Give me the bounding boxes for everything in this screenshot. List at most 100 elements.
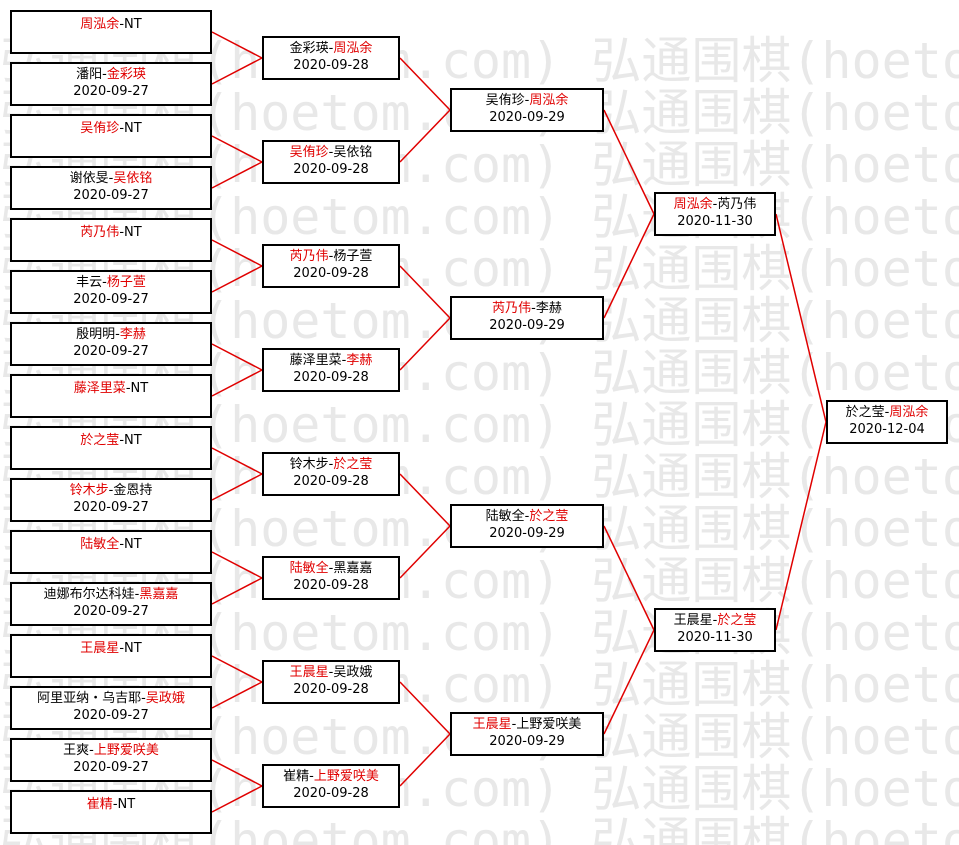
match-players: 王爽-上野爱咲美: [12, 742, 210, 759]
player-name: 吴政娥: [333, 665, 373, 680]
connector-line: [399, 57, 451, 111]
connector-line: [211, 161, 263, 189]
player-name: 於之莹: [845, 405, 885, 420]
player-name: 吴侑珍: [289, 145, 329, 160]
connector-line: [211, 135, 263, 163]
separator: -: [112, 797, 118, 812]
player-name: 王晨星: [472, 717, 512, 732]
separator: -: [89, 743, 94, 758]
match-date: 2020-09-27: [73, 500, 149, 515]
match-players: 芮乃伟-杨子萱: [264, 248, 398, 265]
player-name: 李赫: [535, 301, 562, 316]
connector-line: [399, 317, 451, 371]
match-players: 崔精-上野爱咲美: [264, 768, 398, 785]
match-date: 2020-09-28: [293, 578, 369, 593]
player-name: 陆敏全: [485, 509, 525, 524]
player-name: 吴侑珍: [485, 93, 525, 108]
player-name: 李赫: [346, 353, 373, 368]
player-name: 上野爱咲美: [313, 769, 379, 784]
match-date: 2020-09-28: [293, 474, 369, 489]
player-name: 吴侑珍: [80, 121, 120, 136]
match-players: 崔精-NT: [12, 796, 210, 813]
player-name: 崔精: [86, 797, 113, 812]
match-players: 周泓余-NT: [12, 16, 210, 33]
player-name: 陆敏全: [80, 537, 120, 552]
match-players: 阿里亚纳・乌吉耶-吴政娥: [12, 690, 210, 707]
separator: -: [102, 275, 107, 290]
match-players: 铃木步-金恩持: [12, 482, 210, 499]
match-players: 陆敏全-黑嘉嘉: [264, 560, 398, 577]
match-date: 2020-09-27: [73, 84, 149, 99]
player-name: 王晨星: [673, 613, 713, 628]
player-name: NT: [124, 17, 142, 32]
match-date: 2020-09-28: [293, 786, 369, 801]
match-players: 王晨星-吴政娥: [264, 664, 398, 681]
separator: -: [125, 381, 131, 396]
match-players: 谢依旻-吴依铭: [12, 170, 210, 187]
match-players: 金彩瑛-周泓余: [264, 40, 398, 57]
match-players: 吴侑珍-周泓余: [452, 92, 602, 109]
player-name: NT: [124, 641, 142, 656]
match-players: 丰云-杨子萱: [12, 274, 210, 291]
player-name: 吴依铭: [333, 145, 373, 160]
match-date: 2020-09-27: [73, 344, 149, 359]
player-name: 上野爱咲美: [93, 743, 159, 758]
player-name: 李赫: [119, 327, 146, 342]
separator: -: [341, 353, 347, 368]
separator: -: [119, 537, 125, 552]
separator: -: [102, 67, 107, 82]
separator: -: [531, 301, 536, 316]
connector-line: [603, 629, 655, 735]
player-name: 周泓余: [80, 17, 120, 32]
connector-line: [603, 109, 655, 215]
match-date: 2020-09-28: [293, 266, 369, 281]
match-players: 王晨星-上野爱咲美: [452, 716, 602, 733]
player-name: 崔精: [283, 769, 310, 784]
match-date: 2020-09-28: [293, 682, 369, 697]
player-name: 藤泽里菜: [289, 353, 342, 368]
match-date: 2020-12-04: [849, 422, 925, 437]
connector-line: [211, 785, 263, 813]
player-name: 吴依铭: [113, 171, 153, 186]
match-players: 芮乃伟-NT: [12, 224, 210, 241]
connector-line: [211, 31, 263, 59]
connector-line: [775, 213, 827, 423]
player-name: 芮乃伟: [717, 197, 757, 212]
separator: -: [119, 225, 125, 240]
match-date: 2020-11-30: [677, 214, 753, 229]
round1-match-box: 崔精-NT: [10, 790, 212, 834]
separator: -: [119, 121, 125, 136]
connector-line: [211, 577, 263, 605]
match-players: 迪娜布尔达科娃-黑嘉嘉: [12, 586, 210, 603]
round1-match-box: 吴侑珍-NT: [10, 114, 212, 158]
match-date: 2020-09-29: [489, 318, 565, 333]
separator: -: [511, 717, 517, 732]
match-players: 王晨星-於之莹: [656, 612, 774, 629]
connector-line: [399, 733, 451, 787]
player-name: NT: [130, 381, 149, 396]
player-name: 王晨星: [289, 665, 329, 680]
separator: -: [328, 561, 334, 576]
player-name: 丰云: [76, 275, 103, 290]
connector-line: [211, 655, 263, 683]
player-name: 藤泽里菜: [73, 381, 126, 396]
player-name: 於之莹: [717, 613, 757, 628]
match-players: 藤泽里菜-李赫: [264, 352, 398, 369]
match-players: 陆敏全-於之莹: [452, 508, 602, 525]
match-date: 2020-11-30: [677, 630, 753, 645]
match-players: 周泓余-芮乃伟: [656, 196, 774, 213]
connector-line: [211, 447, 263, 475]
connector-line: [399, 265, 451, 319]
match-players: 於之莹-周泓余: [828, 404, 946, 421]
